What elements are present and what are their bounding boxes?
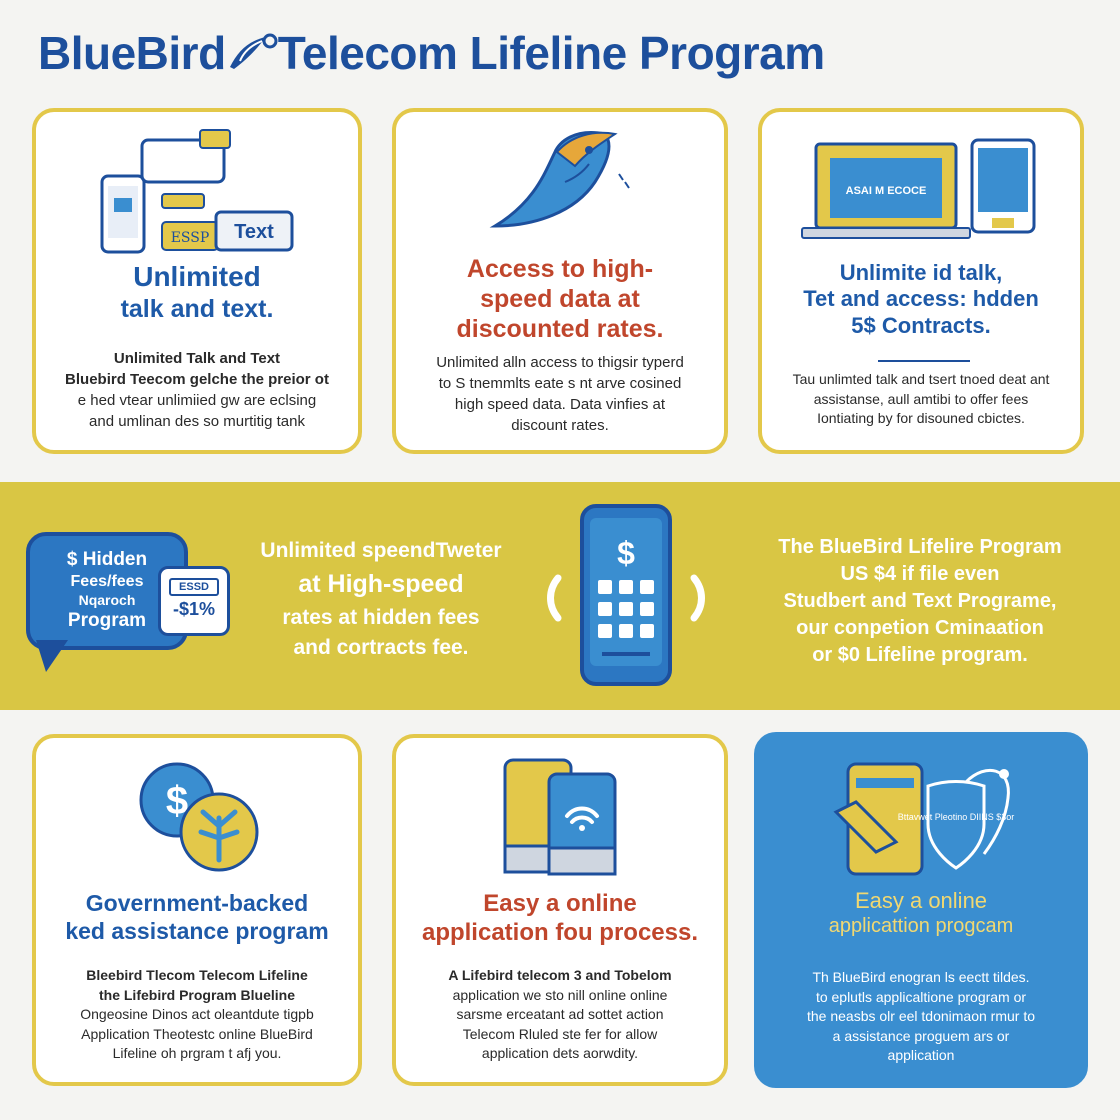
card-heading: Government-backed ked assistance program	[65, 890, 329, 944]
card-heading: Unlimited talk and text.	[120, 261, 274, 323]
card-body: Unlimited alln access to thigsir typerd …	[436, 354, 684, 434]
illus-bubble-text: ESSP	[171, 230, 210, 246]
laptop-devices-icon: ASAI M ECOCE	[801, 138, 1036, 239]
shield-text: Bttavwet Pleotino DIINS $3or	[898, 812, 1015, 822]
card-government-backed: $ Government-backed ked assistance progr…	[32, 734, 362, 1086]
phones-wifi-icon	[503, 758, 617, 876]
phone-dollar-symbol: $	[617, 535, 635, 571]
page-title: BlueBird Telecom Lifeline Program	[38, 26, 825, 80]
card-body: Tau unlimted talk and tsert tnoed deat a…	[792, 371, 1050, 427]
card-unlimited-talk: ESSP Text Unlimited talk and text. Unlim…	[32, 108, 362, 454]
smartphone-signal-icon: $	[547, 504, 705, 686]
brand-name: BlueBird	[38, 27, 226, 79]
card-no-contracts: ASAI M ECOCE Unlimite id talk, Tet and a…	[758, 108, 1084, 454]
card-body: Bleebird Tlecom Telecom Lifeline the Lif…	[80, 967, 314, 1062]
card-online-application: Bttavwet Pleotino DIINS $3or Easy a onli…	[754, 732, 1088, 1088]
illus-text-label: Text	[234, 221, 274, 243]
card-high-speed-data: Access to high- speed data at discounted…	[392, 108, 728, 454]
card-heading: Unlimite id talk, Tet and access: hdden …	[803, 260, 1039, 338]
card-heading: Easy a online applicattion progcam	[828, 888, 1014, 938]
bluebird-icon	[489, 131, 630, 228]
card-body: A Lifebird telecom 3 and Tobelom applica…	[448, 967, 672, 1062]
band-right-text: The BlueBird Lifelire Program US $4 if f…	[778, 536, 1062, 666]
card-heading: Access to high- speed data at discounted…	[456, 255, 664, 343]
card-body: Th BlueBird enogran ls eectt tildes. to …	[806, 969, 1035, 1064]
phone-chat-icon: ESSP Text	[100, 129, 294, 254]
svg-text:$: $	[166, 779, 188, 823]
title-rest: Telecom Lifeline Program	[277, 27, 825, 79]
band-middle-text: Unlimited speendTweter at High-speed rat…	[260, 539, 502, 660]
divider	[878, 360, 970, 362]
price-tag-icon: ESSD -$1%	[158, 566, 230, 636]
card-body: Unlimited Talk and Text Bluebird Teecom …	[65, 350, 329, 430]
phone-shield-icon: Bttavwet Pleotino DIINS $3or	[833, 762, 1015, 876]
laptop-screen-text: ASAI M ECOCE	[846, 185, 927, 197]
card-heading: Easy a online application fou process.	[421, 890, 699, 946]
bubble-tail	[36, 640, 68, 672]
bird-logo-icon	[229, 33, 278, 69]
card-easy-application: Easy a online application fou process. A…	[392, 734, 728, 1086]
dollar-leaf-bubbles-icon: $	[139, 762, 259, 872]
